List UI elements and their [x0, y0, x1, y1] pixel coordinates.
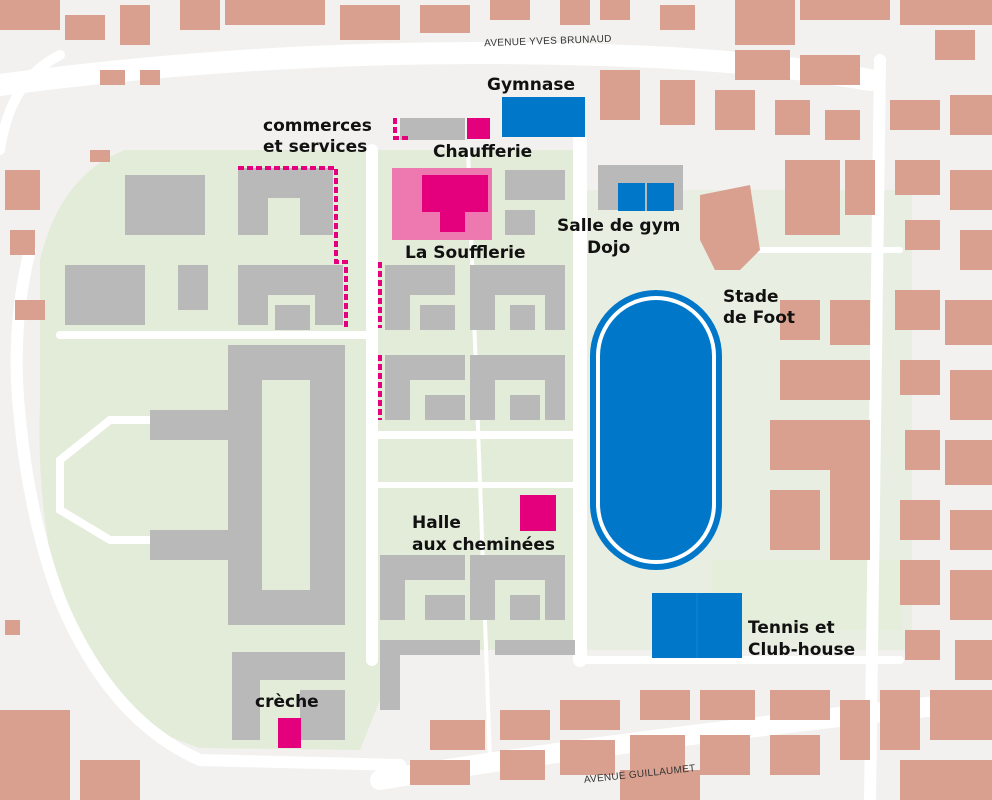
label-tennis-2: Club-house	[748, 640, 855, 660]
public-facilities	[278, 118, 556, 748]
label-salle-2: Dojo	[587, 238, 630, 258]
commerces-frontage	[238, 118, 410, 420]
chaufferie-building	[467, 118, 490, 139]
sport-facilities	[502, 97, 742, 658]
soufflerie-building	[422, 175, 488, 232]
label-soufflerie: La Soufflerie	[405, 243, 526, 263]
label-halle-1: Halle	[412, 513, 461, 533]
label-stade-2: de Foot	[723, 308, 795, 328]
street-label-north: AVENUE YVES BRUNAUD	[484, 34, 612, 49]
label-commerces-2: et services	[263, 137, 367, 157]
label-commerces-1: commerces	[263, 116, 372, 136]
gymnase-building	[502, 97, 585, 137]
label-salle-1: Salle de gym	[557, 216, 680, 236]
label-halle-2: aux cheminées	[412, 535, 555, 555]
label-creche: crèche	[255, 692, 319, 712]
label-stade-1: Stade	[723, 287, 779, 307]
creche-building	[278, 718, 301, 748]
label-chaufferie: Chaufferie	[433, 142, 532, 162]
halle-aux-cheminees-building	[520, 495, 556, 531]
football-stadium	[590, 290, 722, 570]
site-buildings	[65, 118, 683, 740]
label-gymnase: Gymnase	[487, 75, 575, 95]
label-tennis-1: Tennis et	[748, 618, 835, 638]
